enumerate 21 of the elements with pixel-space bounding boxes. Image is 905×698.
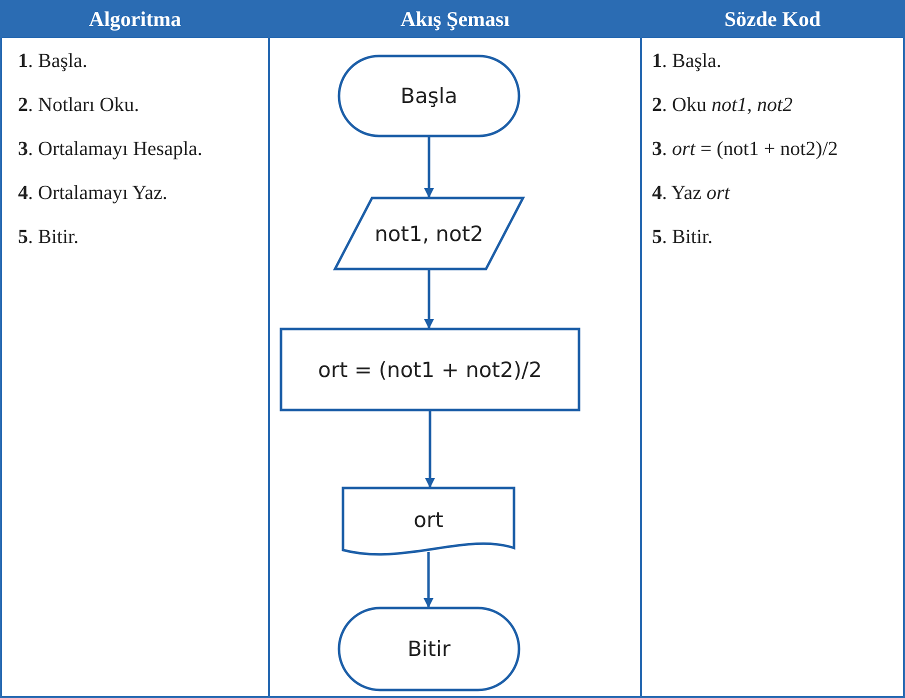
step-text: 5. Bitir. bbox=[18, 226, 79, 249]
column-header: Algoritma bbox=[0, 0, 270, 38]
step-text: 2. Oku not1, not2 bbox=[652, 94, 793, 117]
terminator-shape: Başla bbox=[338, 55, 520, 137]
step-text: 4. Ortalamayı Yaz. bbox=[18, 182, 168, 205]
process-box: ort = (not1 + not2)/2 bbox=[280, 328, 580, 411]
column-header: Sözde Kod bbox=[640, 0, 905, 38]
step-text: 1. Başla. bbox=[652, 50, 722, 73]
input-output-shape: not1, not2 bbox=[334, 197, 524, 270]
arrow bbox=[424, 552, 434, 608]
terminator-shape: Bitir bbox=[338, 607, 520, 691]
step-text: 1. Başla. bbox=[18, 50, 88, 73]
step-text: 4. Yaz ort bbox=[652, 182, 730, 205]
step-text: 2. Notları Oku. bbox=[18, 94, 140, 117]
step-text: 3. ort = (not1 + not2)/2 bbox=[652, 138, 838, 161]
step-text: 5. Bitir. bbox=[652, 226, 713, 249]
arrow bbox=[425, 411, 435, 488]
arrow bbox=[424, 270, 434, 329]
arrow bbox=[424, 137, 434, 198]
column-header: Akış Şeması bbox=[268, 0, 642, 38]
step-text: 3. Ortalamayı Hesapla. bbox=[18, 138, 202, 161]
